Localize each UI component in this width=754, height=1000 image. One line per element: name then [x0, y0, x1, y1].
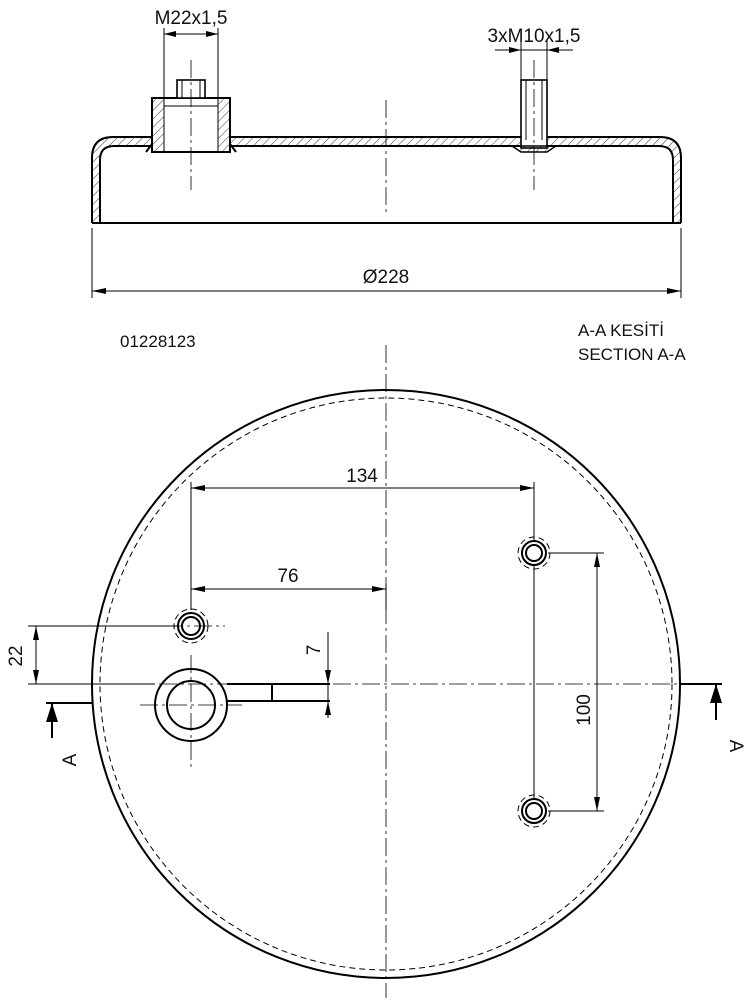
label-100: 100 — [574, 694, 595, 726]
slot — [227, 683, 330, 702]
m22-hole — [140, 655, 242, 770]
dim-7: 7 — [304, 632, 331, 718]
dim-m22: M22x1,5 — [155, 8, 228, 98]
label-thread-m22: M22x1,5 — [155, 8, 228, 29]
label-22: 22 — [6, 645, 27, 666]
section-marker-left: A — [46, 702, 92, 766]
dim-76: 76 — [191, 566, 387, 610]
m10-stud — [509, 79, 559, 153]
shell-inner-outline — [99, 145, 674, 223]
label-thread-m10: 3xM10x1,5 — [488, 26, 581, 47]
section-marker-right: A — [680, 683, 746, 753]
label-diameter: Ø228 — [363, 267, 409, 288]
section-label-left: A — [60, 753, 81, 766]
dim-m10: 3xM10x1,5 — [488, 26, 581, 80]
dim-diameter: Ø228 — [91, 228, 682, 298]
label-7: 7 — [304, 645, 325, 656]
section-label-right: A — [725, 740, 746, 753]
section-title-tr: A-A KESİTİ — [578, 321, 664, 340]
section-title-en: SECTION A-A — [578, 345, 686, 364]
dim-100: 100 — [548, 552, 604, 812]
plate-hidden-circle — [99, 397, 673, 971]
dim-134: 134 — [190, 466, 535, 800]
plan-view: 134 76 22 7 — [6, 345, 746, 998]
dim-22: 22 — [6, 625, 178, 685]
label-76: 76 — [277, 566, 298, 587]
label-134: 134 — [346, 466, 378, 487]
section-view: M22x1,5 3xM10x1,5 Ø228 — [91, 8, 682, 298]
m10-hole-top — [517, 536, 551, 570]
part-number: 01228123 — [120, 332, 196, 351]
